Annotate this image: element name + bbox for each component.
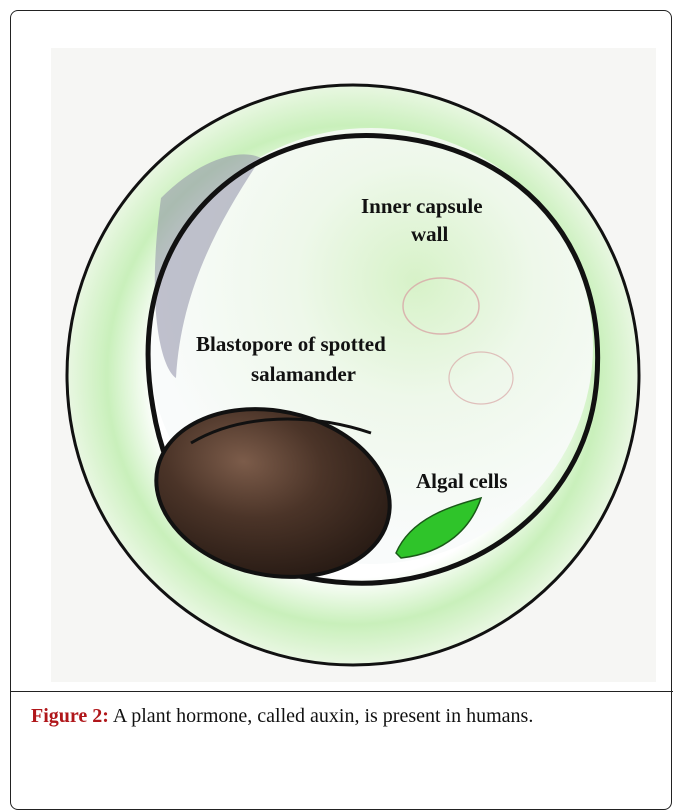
label-inner-capsule-line1: Inner capsule <box>361 194 483 218</box>
figure-caption: Figure 2: A plant hormone, called auxin,… <box>31 705 533 728</box>
label-blastopore-line2: salamander <box>251 362 356 386</box>
label-blastopore-line1: Blastopore of spotted <box>196 332 386 356</box>
figure-frame: Inner capsule wall Blastopore of spotted… <box>10 10 672 810</box>
label-inner-capsule-line2: wall <box>411 222 449 246</box>
caption-label: Figure 2: <box>31 705 109 727</box>
caption-text: A plant hormone, called auxin, is presen… <box>109 705 533 727</box>
caption-divider <box>11 691 673 692</box>
capsule-drawing: Inner capsule wall Blastopore of spotted… <box>51 48 656 682</box>
figure-illustration: Inner capsule wall Blastopore of spotted… <box>51 48 656 682</box>
label-algal-cells: Algal cells <box>416 469 508 493</box>
